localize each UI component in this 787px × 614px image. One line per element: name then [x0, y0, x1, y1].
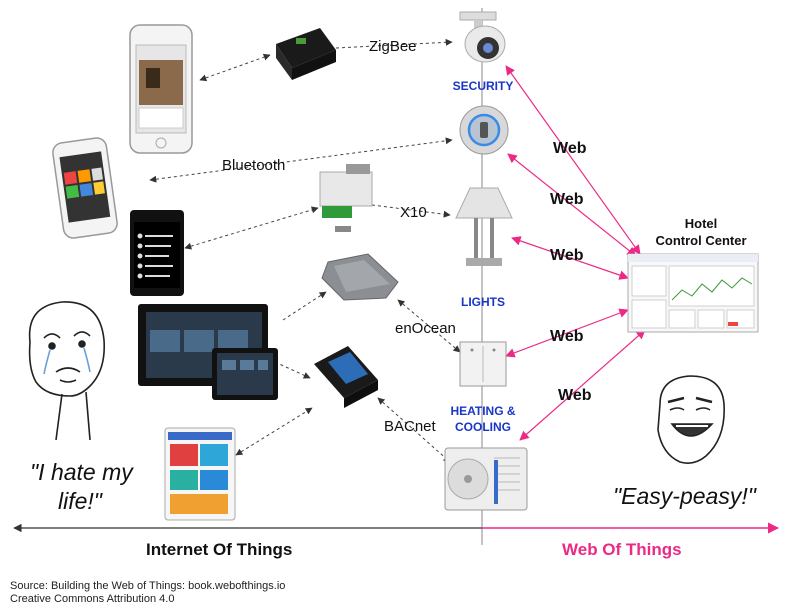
- category-label-cooling: COOLING: [455, 420, 511, 434]
- control-panel-small: [212, 348, 278, 400]
- protocol-label-zigbee: ZigBee: [369, 38, 417, 55]
- smart-lock-device: [459, 105, 509, 155]
- link-hub-camera: [335, 38, 453, 49]
- tablet-home-app: [52, 137, 118, 239]
- category-label-security: SECURITY: [452, 79, 514, 93]
- x10-module-device: [319, 164, 373, 232]
- web-link-lamp: [511, 236, 629, 280]
- protocol-label-bluetooth: Bluetooth: [222, 157, 286, 174]
- android-phone-lights-app: [130, 210, 184, 296]
- air-conditioner-device: [444, 447, 528, 511]
- link-app-bacnet-gw: [235, 407, 313, 456]
- source-line1: Source: Building the Web of Things: book…: [10, 580, 286, 592]
- dashboard-phone-app: [164, 427, 236, 521]
- link-phone-zigbee-hub: [199, 53, 271, 82]
- web-link-camera: [505, 65, 641, 255]
- category-label-lights: LIGHTS: [461, 295, 505, 309]
- web-label-1: Web: [553, 140, 587, 157]
- enocean-receiver-device: [321, 253, 399, 301]
- light-switch-device: [459, 341, 507, 387]
- link-panel-receiver: [282, 291, 327, 321]
- iphone-camera-app: [129, 24, 193, 154]
- source-line2: Creative Commons Attribution 4.0: [10, 593, 175, 605]
- security-camera-device: [459, 11, 506, 63]
- happy-quote: "Easy-peasy!": [613, 483, 756, 509]
- link-x10-lamp: [371, 204, 451, 218]
- hotel-title-line2: Control Center: [655, 233, 747, 248]
- sad-quote: "I hate my life!": [30, 458, 133, 516]
- source-credit: Source: Building the Web of Things: book…: [10, 580, 285, 606]
- link-android-x10: [184, 206, 319, 250]
- sad-face-illustration: [28, 301, 106, 441]
- link-receiver-switch: [397, 299, 461, 353]
- sad-quote-line2: life!": [58, 488, 102, 514]
- hotel-dashboard-screen: [627, 253, 759, 333]
- zigbee-hub-device: [276, 28, 336, 80]
- protocol-label-enocean: enOcean: [395, 320, 456, 337]
- link-bacnet-gw-ac: [377, 397, 451, 463]
- happy-face-illustration: [657, 375, 725, 464]
- sad-quote-line1: "I hate my: [30, 459, 133, 485]
- web-label-5: Web: [558, 387, 592, 404]
- protocol-label-x10: X10: [400, 204, 427, 221]
- section-title-iot: Internet Of Things: [146, 540, 293, 559]
- category-label-heating: HEATING &: [450, 404, 516, 418]
- link-panel-bacnet-gw: [274, 361, 311, 379]
- link-tablet-lock: [149, 137, 453, 183]
- hotel-control-center-title: Hotel Control Center: [636, 215, 766, 249]
- web-link-ac: [519, 329, 646, 441]
- lamp-device: [455, 187, 513, 266]
- web-label-3: Web: [550, 247, 584, 264]
- protocol-label-bacnet: BACnet: [384, 418, 436, 435]
- web-label-2: Web: [550, 191, 584, 208]
- bacnet-gateway-device: [314, 346, 378, 408]
- section-title-wot: Web Of Things: [562, 540, 682, 559]
- web-label-4: Web: [550, 328, 584, 345]
- hotel-title-line1: Hotel: [684, 216, 718, 231]
